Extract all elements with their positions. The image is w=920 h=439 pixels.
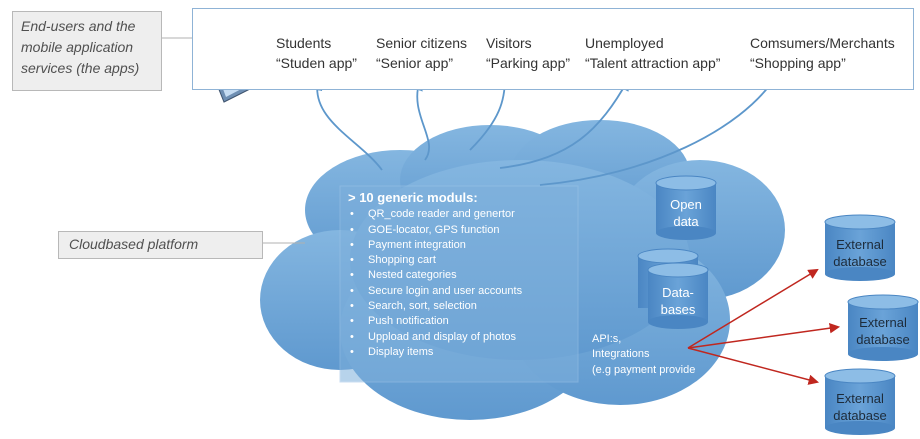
- app-unemployed: Unemployed “Talent attraction app”: [585, 33, 720, 73]
- external-db-line-1: External: [859, 315, 907, 330]
- arrow-shopping: [539, 75, 777, 186]
- databases-cylinder: [637, 248, 709, 329]
- app-group-label: Students: [276, 35, 332, 51]
- arrow-talent: [499, 77, 630, 169]
- module-item: GOE-locator, GPS function: [348, 223, 576, 239]
- module-item: Display items: [348, 345, 576, 361]
- external-db-3-cylinder: [824, 368, 896, 435]
- app-name-label: “Senior app”: [376, 55, 454, 71]
- app-name-label: “Shopping app”: [750, 55, 846, 71]
- module-item: Push notification: [348, 314, 576, 330]
- apps-frame: [192, 8, 914, 90]
- arrow-senior: [410, 77, 430, 161]
- integration-arrows: [687, 268, 841, 385]
- api-line-1: API:s,: [592, 333, 622, 345]
- external-db-line-2: database: [856, 332, 910, 347]
- external-db-line-1: External: [836, 237, 884, 252]
- external-db-line-1: External: [836, 391, 884, 406]
- open-data-line-1: Open: [670, 197, 702, 212]
- external-db-2-label: External database: [848, 314, 918, 348]
- external-db-1-cylinder: [824, 214, 896, 281]
- module-item: Uppload and display of photos: [348, 330, 576, 346]
- module-item: Secure login and user accounts: [348, 284, 576, 300]
- modules-block: > 10 generic moduls: QR_code reader and …: [348, 190, 576, 361]
- external-db-line-2: database: [833, 254, 887, 269]
- modules-list: QR_code reader and genertor GOE-locator,…: [348, 207, 576, 360]
- app-group-label: Unemployed: [585, 35, 664, 51]
- app-group-label: Senior citizens: [376, 35, 468, 51]
- cloudbased-platform-label: Cloudbased platform: [58, 231, 263, 259]
- external-db-1-label: External database: [825, 236, 895, 270]
- arrow-students: [309, 77, 383, 171]
- arrow-external-3: [687, 347, 820, 385]
- app-visitors: Visitors “Parking app”: [486, 33, 570, 73]
- app-consumers: Comsumers/Merchants “Shopping app”: [750, 33, 895, 73]
- app-arrows: [309, 75, 777, 186]
- open-data-label: Open data: [656, 196, 716, 230]
- open-data-cylinder: [655, 175, 717, 240]
- app-name-label: “Studen app”: [276, 55, 357, 71]
- api-line-3: (e.g payment provide: [592, 363, 696, 376]
- modules-title: > 10 generic moduls:: [348, 190, 478, 205]
- databases-line-1: Data-: [662, 285, 694, 300]
- databases-line-2: bases: [660, 302, 696, 317]
- app-group-label: Visitors: [486, 35, 532, 51]
- module-item: Search, sort, selection: [348, 299, 576, 315]
- app-students: Students “Studen app”: [276, 33, 357, 73]
- open-data-line-2: data: [673, 214, 699, 229]
- external-db-line-2: database: [833, 408, 887, 423]
- module-item: Payment integration: [348, 238, 576, 254]
- end-users-label-line-2: mobile application: [21, 39, 134, 55]
- databases-label: Data- bases: [648, 284, 708, 318]
- external-db-2-cylinder: [847, 294, 919, 361]
- module-item: Nested categories: [348, 268, 576, 284]
- arrow-external-1: [687, 268, 819, 349]
- end-users-label-line-1: End-users and the: [21, 18, 136, 34]
- end-users-label-line-3: services (the apps): [21, 60, 140, 76]
- app-name-label: “Parking app”: [486, 55, 571, 71]
- module-item: Shopping cart: [348, 253, 576, 269]
- module-item: QR_code reader and genertor: [348, 207, 576, 223]
- app-name-label: “Talent attraction app”: [585, 55, 721, 71]
- end-users-label: End-users and the mobile application ser…: [12, 11, 162, 91]
- arrow-external-2: [687, 322, 841, 349]
- app-group-label: Comsumers/Merchants: [750, 35, 895, 51]
- api-line-2: Integrations: [592, 348, 650, 361]
- external-db-3-label: External database: [825, 390, 895, 424]
- api-label: API:s, Integrations (e.g payment provide: [592, 332, 710, 378]
- app-senior: Senior citizens “Senior app”: [376, 33, 467, 73]
